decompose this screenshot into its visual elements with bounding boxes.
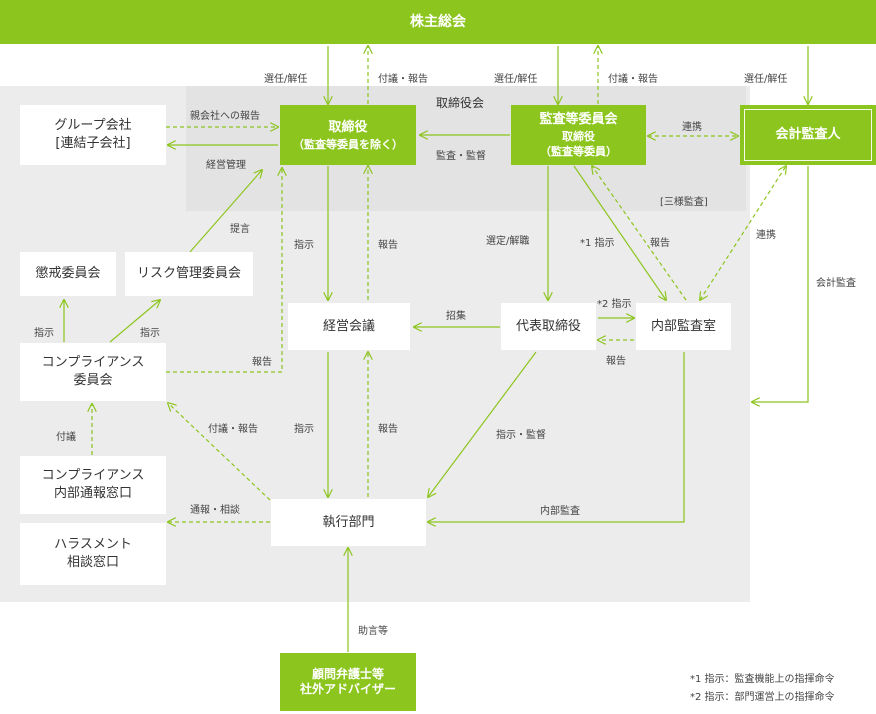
president-box: 代表取締役 bbox=[501, 303, 596, 350]
board-label: 取締役会 bbox=[436, 96, 485, 110]
directors-box: 取締役 （監査等委員を除く） bbox=[280, 105, 416, 165]
compliance-committee-line2: 委員会 bbox=[73, 373, 113, 388]
label-internal-audit: 内部監査 bbox=[540, 506, 580, 517]
label-elect-auditor: 選任/解任 bbox=[744, 74, 788, 85]
advisors-line1: 顧問弁護士等 bbox=[311, 667, 384, 681]
shareholders-label: 株主総会 bbox=[410, 14, 466, 30]
label-report-exec: 付議・報告 bbox=[208, 424, 258, 435]
audit-committee-title: 監査等委員会 bbox=[539, 112, 618, 127]
board-panel bbox=[186, 86, 746, 211]
label-note1-instruct: *1 指示 bbox=[580, 238, 615, 249]
label-convene: 招集 bbox=[446, 311, 466, 322]
directors-sub: （監査等委員を除く） bbox=[293, 137, 403, 151]
whistleblower-line2: 内部通報窓口 bbox=[53, 486, 132, 501]
executive-division-box: 執行部門 bbox=[271, 499, 426, 546]
harassment-line2: 相談窓口 bbox=[66, 555, 119, 570]
label-fugi: 付議 bbox=[56, 432, 76, 443]
management-meeting-box: 経営会議 bbox=[288, 303, 410, 350]
label-accounting-audit: 会計監査 bbox=[816, 278, 856, 289]
label-notify: 通報・相談 bbox=[190, 505, 240, 516]
label-report-4: 報告 bbox=[650, 238, 670, 249]
label-instruct-risk: 指示 bbox=[140, 328, 160, 339]
label-advice: 助言等 bbox=[358, 626, 388, 637]
whistleblower-box: コンプライアンス 内部通報窓口 bbox=[20, 456, 166, 514]
audit-committee-sub2: （監査等委員） bbox=[540, 145, 617, 158]
label-instruct-1: 指示 bbox=[294, 240, 314, 251]
label-report-5: 報告 bbox=[606, 356, 626, 367]
label-cooperation-1: 連携 bbox=[682, 122, 702, 133]
group-company-line1: グループ会社 bbox=[54, 118, 132, 133]
group-company-box: グループ会社 [連結子会社] bbox=[20, 105, 166, 165]
label-elect-directors: 選任/解任 bbox=[264, 74, 308, 85]
accounting-auditor-box: 会計監査人 bbox=[740, 105, 876, 165]
label-management-control: 経営管理 bbox=[206, 160, 246, 171]
directors-title: 取締役 bbox=[328, 119, 368, 135]
discipline-committee-label: 懲戒委員会 bbox=[35, 266, 101, 281]
group-company-line2: [連結子会社] bbox=[55, 136, 131, 151]
label-select: 選定/解職 bbox=[486, 236, 530, 247]
discipline-committee-box: 懲戒委員会 bbox=[20, 252, 116, 296]
whistleblower-line1: コンプライアンス bbox=[41, 468, 145, 483]
label-supervise: 監査・監督 bbox=[436, 151, 486, 162]
risk-committee-box: リスク管理委員会 bbox=[125, 252, 253, 296]
audit-committee-box: 監査等委員会 取締役 （監査等委員） bbox=[511, 105, 646, 165]
advisors-line2: 社外アドバイザー bbox=[299, 682, 396, 696]
management-meeting-label: 経営会議 bbox=[322, 318, 375, 334]
label-report-6: 報告 bbox=[378, 424, 398, 435]
label-report-compliance: 報告 bbox=[252, 357, 272, 368]
label-proposal: 提言 bbox=[230, 224, 250, 235]
harassment-line1: ハラスメント bbox=[54, 537, 132, 552]
harassment-box: ハラスメント 相談窓口 bbox=[20, 523, 166, 585]
advisors-box: 顧問弁護士等 社外アドバイザー bbox=[280, 653, 416, 711]
label-three-audit: [三様監査] bbox=[660, 197, 708, 208]
risk-committee-label: リスク管理委員会 bbox=[136, 266, 241, 281]
label-note2-instruct: *2 指示 bbox=[597, 299, 632, 310]
label-elect-audit: 選任/解任 bbox=[494, 74, 538, 85]
footnote-1: *1 指示：監査機能上の指揮命令 bbox=[690, 674, 835, 685]
label-instruct-2: 指示 bbox=[294, 424, 314, 435]
executive-division-label: 執行部門 bbox=[322, 514, 375, 530]
label-report-3: 報告 bbox=[378, 240, 398, 251]
president-label: 代表取締役 bbox=[515, 318, 581, 334]
compliance-committee-line1: コンプライアンス bbox=[41, 355, 145, 370]
label-cooperation-2: 連携 bbox=[756, 230, 776, 241]
accounting-auditor-label: 会計監査人 bbox=[775, 127, 841, 142]
audit-committee-sub1: 取締役 bbox=[562, 130, 595, 143]
internal-audit-label: 内部監査室 bbox=[650, 318, 716, 334]
compliance-committee-box: コンプライアンス 委員会 bbox=[20, 343, 166, 401]
label-instruct-supervise: 指示・監督 bbox=[496, 430, 546, 441]
accounting-auditor-inner: 会計監査人 bbox=[744, 109, 872, 161]
internal-audit-box: 内部監査室 bbox=[636, 303, 731, 350]
label-report-audit: 付議・報告 bbox=[608, 74, 658, 85]
shareholders-meeting: 株主総会 bbox=[0, 0, 876, 44]
label-report-directors: 付議・報告 bbox=[378, 74, 428, 85]
label-parent-report: 親会社への報告 bbox=[190, 111, 260, 122]
label-instruct-discipline: 指示 bbox=[34, 328, 54, 339]
footnote-2: *2 指示：部門運営上の指揮命令 bbox=[690, 692, 835, 703]
